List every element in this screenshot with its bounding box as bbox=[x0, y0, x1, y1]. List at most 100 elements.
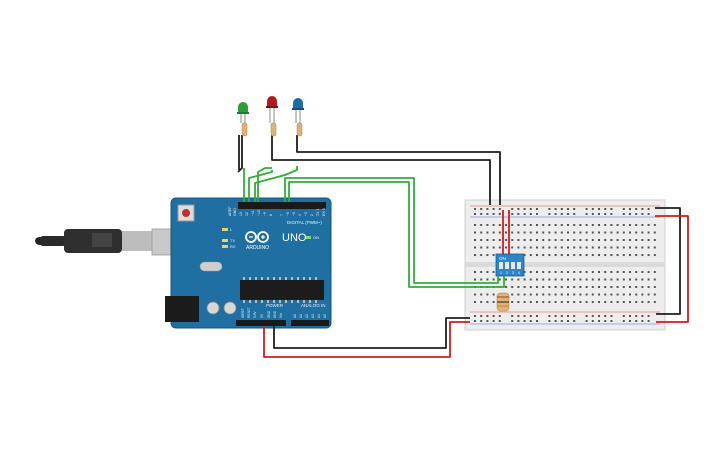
breadboard-hole[interactable] bbox=[604, 231, 607, 234]
breadboard-hole[interactable] bbox=[616, 286, 619, 288]
breadboard-hole[interactable] bbox=[529, 320, 532, 322]
breadboard-hole[interactable] bbox=[542, 231, 545, 234]
breadboard-hole[interactable] bbox=[616, 224, 619, 226]
breadboard-hole[interactable] bbox=[635, 315, 638, 317]
breadboard-hole[interactable] bbox=[573, 315, 576, 317]
breadboard-hole[interactable] bbox=[511, 246, 514, 249]
breadboard-hole[interactable] bbox=[554, 320, 557, 322]
breadboard-hole[interactable] bbox=[585, 254, 588, 256]
breadboard-hole[interactable] bbox=[505, 286, 507, 288]
breadboard-hole[interactable] bbox=[604, 301, 607, 303]
breadboard-hole[interactable] bbox=[598, 301, 600, 303]
breadboard-hole[interactable] bbox=[567, 286, 569, 288]
breadboard-hole[interactable] bbox=[635, 208, 638, 210]
breadboard-hole[interactable] bbox=[560, 320, 563, 322]
breadboard-hole[interactable] bbox=[635, 231, 638, 234]
breadboard-hole[interactable] bbox=[573, 286, 576, 288]
breadboard-hole[interactable] bbox=[498, 208, 501, 210]
breadboard-hole[interactable] bbox=[492, 293, 495, 296]
breadboard-hole[interactable] bbox=[492, 301, 495, 303]
breadboard-hole[interactable] bbox=[610, 286, 613, 288]
breadboard-hole[interactable] bbox=[641, 271, 644, 273]
breadboard-hole[interactable] bbox=[498, 246, 501, 249]
breadboard-hole[interactable] bbox=[480, 315, 483, 317]
breadboard-hole[interactable] bbox=[591, 231, 594, 234]
breadboard-hole[interactable] bbox=[560, 301, 563, 303]
breadboard-hole[interactable] bbox=[591, 239, 594, 241]
breadboard-hole[interactable] bbox=[554, 246, 557, 249]
breadboard-hole[interactable] bbox=[548, 231, 551, 234]
breadboard-hole[interactable] bbox=[604, 315, 607, 317]
breadboard-hole[interactable] bbox=[542, 293, 545, 296]
breadboard-hole[interactable] bbox=[492, 278, 495, 281]
breadboard-hole[interactable] bbox=[622, 301, 625, 303]
breadboard-hole[interactable] bbox=[548, 246, 551, 249]
breadboard-hole[interactable] bbox=[622, 320, 625, 322]
breadboard-hole[interactable] bbox=[474, 231, 476, 234]
breadboard-hole[interactable] bbox=[529, 246, 532, 249]
breadboard-hole[interactable] bbox=[523, 301, 526, 303]
breadboard-hole[interactable] bbox=[548, 208, 551, 210]
breadboard-hole[interactable] bbox=[536, 301, 538, 303]
breadboard-hole[interactable] bbox=[474, 239, 476, 241]
breadboard-hole[interactable] bbox=[474, 301, 476, 303]
breadboard-hole[interactable] bbox=[622, 293, 625, 296]
breadboard-hole[interactable] bbox=[647, 208, 650, 210]
breadboard-hole[interactable] bbox=[604, 239, 607, 241]
breadboard-hole[interactable] bbox=[492, 224, 495, 226]
breadboard-hole[interactable] bbox=[610, 278, 613, 281]
breadboard-hole[interactable] bbox=[523, 246, 526, 249]
breadboard-hole[interactable] bbox=[492, 231, 495, 234]
breadboard-hole[interactable] bbox=[629, 320, 631, 322]
breadboard-hole[interactable] bbox=[548, 224, 551, 226]
breadboard-hole[interactable] bbox=[585, 239, 588, 241]
breadboard-hole[interactable] bbox=[560, 254, 563, 256]
led-green[interactable] bbox=[237, 102, 249, 137]
breadboard-hole[interactable] bbox=[523, 278, 526, 281]
breadboard-hole[interactable] bbox=[647, 224, 650, 226]
breadboard-hole[interactable] bbox=[517, 315, 520, 317]
breadboard-hole[interactable] bbox=[585, 315, 588, 317]
breadboard-hole[interactable] bbox=[610, 224, 613, 226]
breadboard-hole[interactable] bbox=[604, 224, 607, 226]
breadboard-hole[interactable] bbox=[629, 301, 631, 303]
breadboard-hole[interactable] bbox=[604, 254, 607, 256]
breadboard-hole[interactable] bbox=[523, 271, 526, 273]
breadboard-hole[interactable] bbox=[536, 286, 538, 288]
breadboard-hole[interactable] bbox=[536, 246, 538, 249]
breadboard-hole[interactable] bbox=[622, 286, 625, 288]
breadboard-hole[interactable] bbox=[616, 246, 619, 249]
breadboard-hole[interactable] bbox=[567, 231, 569, 234]
breadboard-hole[interactable] bbox=[616, 271, 619, 273]
breadboard-hole[interactable] bbox=[629, 224, 631, 226]
breadboard-hole[interactable] bbox=[517, 208, 520, 210]
breadboard-hole[interactable] bbox=[517, 320, 520, 322]
breadboard-hole[interactable] bbox=[560, 315, 563, 317]
breadboard-hole[interactable] bbox=[567, 208, 569, 210]
breadboard-hole[interactable] bbox=[486, 254, 489, 256]
breadboard-hole[interactable] bbox=[629, 246, 631, 249]
breadboard-hole[interactable] bbox=[505, 231, 507, 234]
breadboard-hole[interactable] bbox=[523, 208, 526, 210]
breadboard-hole[interactable] bbox=[641, 239, 644, 241]
breadboard-hole[interactable] bbox=[492, 320, 495, 322]
breadboard-hole[interactable] bbox=[486, 278, 489, 281]
breadboard-hole[interactable] bbox=[498, 231, 501, 234]
breadboard-hole[interactable] bbox=[492, 213, 495, 215]
breadboard-hole[interactable] bbox=[635, 213, 638, 215]
breadboard-hole[interactable] bbox=[511, 315, 514, 317]
breadboard-hole[interactable] bbox=[529, 254, 532, 256]
breadboard-hole[interactable] bbox=[511, 231, 514, 234]
breadboard-hole[interactable] bbox=[622, 254, 625, 256]
breadboard-hole[interactable] bbox=[523, 224, 526, 226]
breadboard-hole[interactable] bbox=[492, 208, 495, 210]
breadboard-hole[interactable] bbox=[653, 286, 656, 288]
breadboard-hole[interactable] bbox=[641, 301, 644, 303]
breadboard-hole[interactable] bbox=[517, 293, 520, 296]
breadboard-hole[interactable] bbox=[529, 224, 532, 226]
breadboard-hole[interactable] bbox=[585, 224, 588, 226]
breadboard-hole[interactable] bbox=[616, 254, 619, 256]
breadboard-hole[interactable] bbox=[529, 271, 532, 273]
arduino-uno-board[interactable]: 13 12 ~11 ~10 ~9 8 7 ~6 ~5 4 ~3 2 TX 1 R… bbox=[165, 197, 332, 329]
breadboard-hole[interactable] bbox=[492, 271, 495, 273]
